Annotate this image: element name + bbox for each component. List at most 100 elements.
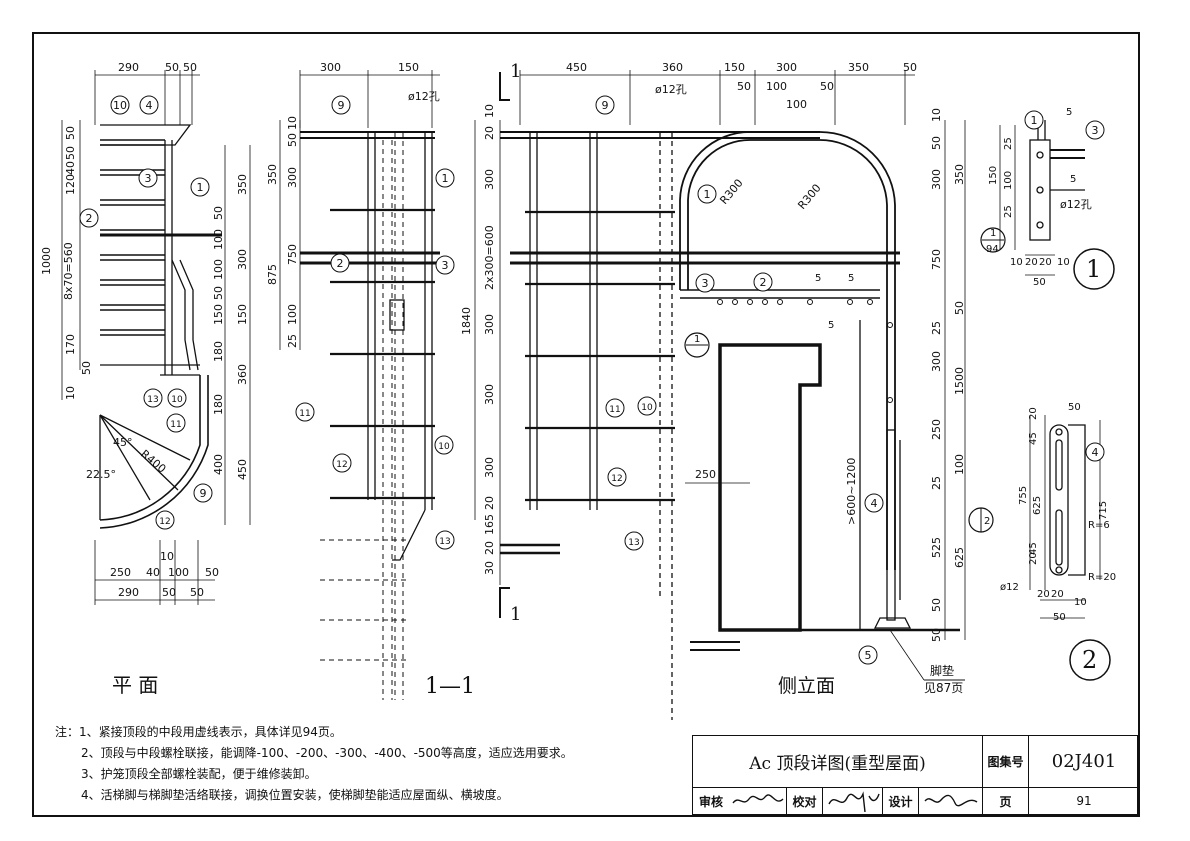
side-r-250: 250 bbox=[930, 419, 943, 440]
note-2: 2、顶段与中段螺栓联接，能调降-100、-200、-300、-400、-500等… bbox=[81, 746, 573, 760]
atlas-number: 02J401 bbox=[1029, 736, 1139, 788]
section-labels: 300 150 ø12孔 10 50 300 750 100 25 350 87… bbox=[266, 61, 475, 699]
side-r-300a: 300 bbox=[930, 169, 943, 190]
plan-dim-150a: 150 bbox=[212, 304, 225, 325]
detail-2-labels: 20 50 45 755 625 715 20 45 20 20 10 50 R… bbox=[1000, 402, 1116, 674]
side-r-25b: 25 bbox=[930, 476, 943, 490]
side-dim-450: 450 bbox=[566, 61, 587, 74]
callout-10b: 10 bbox=[438, 442, 450, 452]
d1-dim-20b: 20 bbox=[1039, 257, 1052, 268]
side-labels: 1 1 450 360 150 300 350 50 50 100 50 100… bbox=[460, 61, 994, 697]
side-r-50d: 50 bbox=[930, 628, 943, 642]
callout-10: 10 bbox=[171, 395, 183, 405]
sec-dim-300: 300 bbox=[320, 61, 341, 74]
plan-dim-10b: 10 bbox=[160, 550, 174, 563]
d1-dim-50: 50 bbox=[1033, 277, 1046, 288]
side-dim-360: 360 bbox=[662, 61, 683, 74]
side-dim2-50b: 50 bbox=[820, 80, 834, 93]
side-weld-a: 5 bbox=[815, 273, 821, 284]
side-r300a: R300 bbox=[717, 177, 745, 207]
plan-dim-40: 40 bbox=[64, 161, 77, 175]
callout-9c: 9 bbox=[602, 99, 609, 112]
side-weld-b: 5 bbox=[848, 273, 854, 284]
side-dim2-100b: 100 bbox=[786, 98, 807, 111]
side-o-1500: 1500 bbox=[953, 367, 966, 395]
plan-dim-50e: 50 bbox=[80, 361, 93, 375]
notes: 注：1、紧接顶段的中段用虚线表示，具体详见94页。 2、顶段与中段螺栓联接，能调… bbox=[55, 722, 685, 806]
d2-dim-50b: 50 bbox=[1053, 612, 1066, 623]
plan-dim-50d: 50 bbox=[64, 146, 77, 160]
d2-dim-20d: 20 bbox=[1051, 589, 1064, 600]
callout-3d: 3 bbox=[1092, 124, 1099, 137]
d1-dim-10b: 10 bbox=[1057, 257, 1070, 268]
callout-labels: 10 4 3 1 2 13 10 11 9 12 9 1 2 3 11 10 1… bbox=[86, 99, 1099, 662]
callout-4d: 4 bbox=[1092, 446, 1099, 459]
section-mark-top: 1 bbox=[510, 61, 521, 82]
d1-dim-20a: 20 bbox=[1025, 257, 1038, 268]
callout-3b: 3 bbox=[442, 259, 449, 272]
plan-dim-100b: 100 bbox=[212, 259, 225, 280]
page-label: 页 bbox=[983, 788, 1029, 814]
sec-dim-25: 25 bbox=[286, 334, 299, 348]
drawing-title: Ac 顶段详图(重型屋面) bbox=[693, 736, 983, 788]
plan-labels: 290 50 50 1000 8x70=560 50 50 40 120 170… bbox=[40, 61, 249, 697]
d2-dim-45b: 45 bbox=[1028, 542, 1039, 555]
review-label: 审核 bbox=[698, 794, 723, 809]
side-dim-250: 250 bbox=[695, 468, 716, 481]
d1-dim-25b: 25 bbox=[1003, 205, 1014, 218]
side-dim-30: 30 bbox=[483, 561, 496, 575]
side-height-range: >600~1200 bbox=[845, 458, 858, 525]
d2-dim-715: 715 bbox=[1098, 501, 1109, 520]
detail-1-mark: 1 bbox=[1086, 255, 1101, 283]
page-number: 91 bbox=[1076, 794, 1092, 808]
callout-12: 12 bbox=[159, 517, 170, 527]
d1-ref-bottom: 94 bbox=[986, 244, 999, 255]
side-dim-300a: 300 bbox=[483, 169, 496, 190]
plan-dim-560: 8x70=560 bbox=[62, 242, 75, 300]
callout-1b: 1 bbox=[442, 172, 449, 185]
side-r300b: R300 bbox=[795, 182, 823, 212]
callout-11c: 11 bbox=[609, 405, 620, 415]
plan-dim-50g: 50 bbox=[212, 286, 225, 300]
side-r-10: 10 bbox=[930, 108, 943, 122]
callout-5: 10 bbox=[113, 99, 127, 112]
sec-dim-50: 50 bbox=[286, 133, 299, 147]
callout-1c: 1 bbox=[704, 188, 711, 201]
side-dim-1840: 1840 bbox=[460, 307, 473, 335]
plan-dim-250: 250 bbox=[110, 566, 131, 579]
side-hole: ø12孔 bbox=[655, 83, 687, 96]
check-signature bbox=[823, 788, 883, 814]
side-view-title: 侧立面 bbox=[778, 675, 835, 697]
sec-dim-750: 750 bbox=[286, 244, 299, 265]
sec-dim-875: 875 bbox=[266, 264, 279, 285]
callout-12b: 12 bbox=[336, 460, 347, 470]
plan-dim-40b: 40 bbox=[146, 566, 160, 579]
side-dim-300c: 300 bbox=[483, 384, 496, 405]
d1-weld-b: 5 bbox=[1070, 174, 1076, 185]
title-block: Ac 顶段详图(重型屋面) 图集号 02J401 审核 校对 设计 页 91 bbox=[692, 735, 1139, 815]
d1-dim-150: 150 bbox=[988, 166, 999, 185]
side-dim-50: 50 bbox=[903, 61, 917, 74]
foot-ref: 见87页 bbox=[924, 681, 963, 695]
side-dim-20c: 20 bbox=[483, 541, 496, 555]
detail-1 bbox=[980, 120, 1115, 290]
side-dim2-100: 100 bbox=[766, 80, 787, 93]
side-dim-150: 150 bbox=[724, 61, 745, 74]
plan-dim-450: 450 bbox=[236, 459, 249, 480]
callout-1d: 1 bbox=[1031, 114, 1038, 127]
sheet-border bbox=[32, 32, 1140, 817]
sec-hole: ø12孔 bbox=[408, 90, 440, 103]
side-dim-20a: 20 bbox=[483, 126, 496, 140]
sec-dim-10: 10 bbox=[286, 116, 299, 130]
review-signature bbox=[729, 788, 787, 814]
d2-dim-755: 755 bbox=[1018, 486, 1029, 505]
plan-dim-120: 120 bbox=[64, 174, 77, 195]
d2-r20: R=20 bbox=[1088, 572, 1116, 583]
plan-dim-300a: 300 bbox=[236, 249, 249, 270]
callout-5c: 5 bbox=[865, 649, 872, 662]
detail-2 bbox=[1029, 415, 1111, 681]
callout-2b: 2 bbox=[337, 257, 344, 270]
d2-dia: ø12 bbox=[1000, 582, 1019, 593]
d2-dim-625: 625 bbox=[1032, 496, 1043, 515]
